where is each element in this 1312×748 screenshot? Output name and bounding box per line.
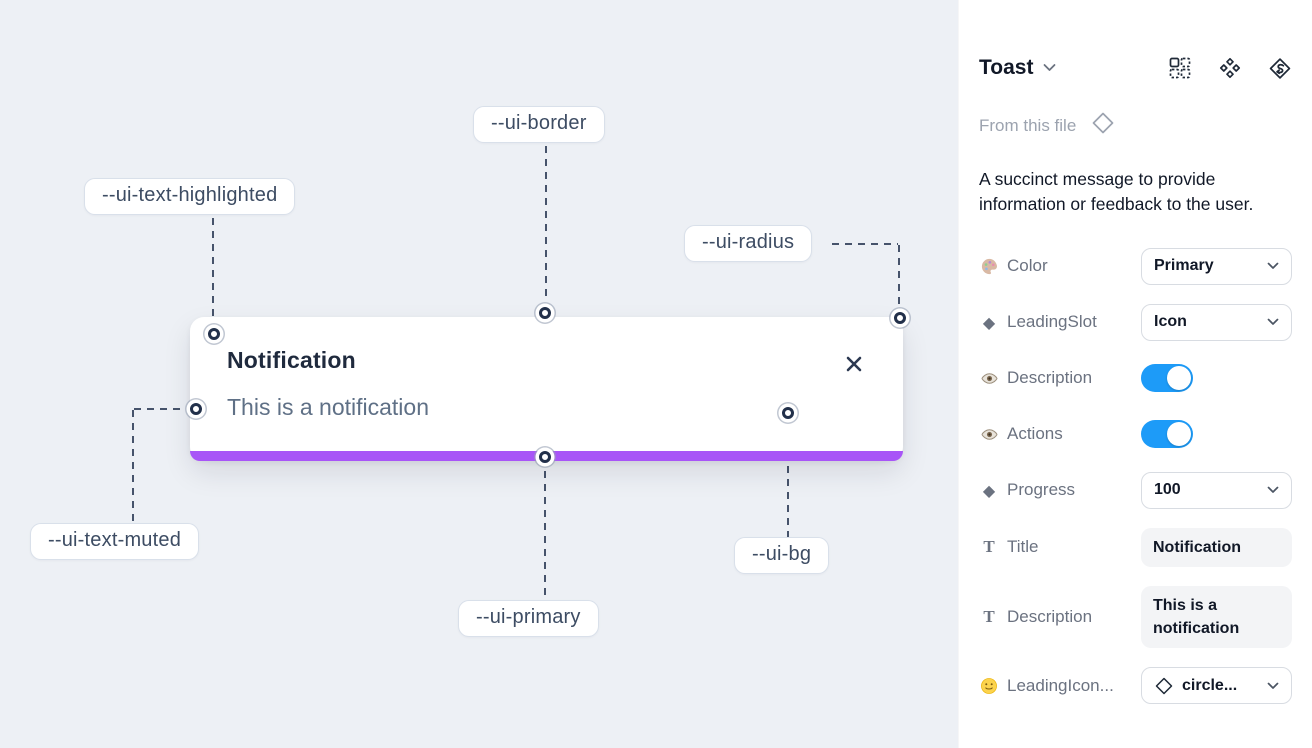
prop-row-leadingslot: ◆ LeadingSlot Icon bbox=[979, 303, 1292, 341]
connector-dot-radius bbox=[894, 312, 906, 324]
component-name: Toast bbox=[979, 56, 1034, 79]
toast-description: This is a notification bbox=[227, 394, 429, 420]
description-input[interactable]: This is a notification bbox=[1141, 585, 1292, 649]
prop-label-text: Actions bbox=[1007, 424, 1063, 444]
var-label-ui-text-muted: --ui-text-muted bbox=[30, 523, 200, 560]
diamond-icon: ◆ bbox=[982, 312, 996, 332]
connector-line-radius-h bbox=[832, 243, 898, 245]
connector-dot-text-highlighted bbox=[208, 328, 220, 340]
var-label-ui-text-highlighted: --ui-text-highlighted bbox=[84, 178, 296, 215]
component-selector[interactable]: Toast bbox=[979, 56, 1056, 80]
prop-label-text: Description bbox=[1007, 607, 1093, 627]
connector-line-text-muted-h bbox=[134, 408, 184, 410]
leadingicon-select[interactable]: circle... bbox=[1141, 667, 1292, 705]
var-label-ui-border: --ui-border bbox=[473, 106, 605, 143]
close-icon[interactable] bbox=[843, 353, 865, 375]
components-icon[interactable] bbox=[1218, 56, 1242, 80]
prop-label-text: LeadingSlot bbox=[1007, 312, 1097, 332]
panel-header: Toast bbox=[979, 56, 1292, 80]
connector-line-bg bbox=[787, 427, 789, 537]
connector-dot-bg bbox=[782, 407, 794, 419]
prop-label-text: Title bbox=[1007, 537, 1039, 557]
chevron-down-icon bbox=[1267, 257, 1279, 275]
prop-label-text: Progress bbox=[1007, 480, 1076, 500]
connector-line-text-highlighted bbox=[212, 218, 214, 320]
progress-select[interactable]: 100 bbox=[1141, 471, 1292, 509]
prop-row-color: Color Primary bbox=[979, 247, 1292, 285]
prop-row-actions-toggle: Actions bbox=[979, 416, 1292, 453]
connector-dot-border bbox=[539, 307, 551, 319]
file-diamond-icon bbox=[1090, 110, 1116, 141]
palette-icon bbox=[979, 256, 999, 276]
description-toggle[interactable] bbox=[1141, 364, 1193, 393]
text-icon: T bbox=[983, 607, 995, 627]
smiley-icon bbox=[979, 676, 999, 696]
leadingslot-select[interactable]: Icon bbox=[1141, 303, 1292, 341]
color-select[interactable]: Primary bbox=[1141, 247, 1292, 285]
actions-toggle[interactable] bbox=[1141, 420, 1193, 449]
var-label-ui-bg: --ui-bg bbox=[734, 537, 830, 574]
eye-icon bbox=[979, 424, 999, 444]
source-row: From this file bbox=[979, 110, 1292, 141]
var-label-ui-radius: --ui-radius bbox=[684, 225, 813, 262]
title-input[interactable]: Notification bbox=[1141, 527, 1292, 567]
connector-line-primary bbox=[544, 471, 546, 600]
swap-instance-icon[interactable] bbox=[1268, 56, 1292, 80]
diamond-icon: ◆ bbox=[982, 480, 996, 500]
var-label-ui-primary: --ui-primary bbox=[458, 600, 599, 637]
chevron-down-icon bbox=[1267, 313, 1279, 331]
properties-panel: Toast bbox=[958, 0, 1312, 748]
source-label: From this file bbox=[979, 115, 1077, 135]
prop-row-description-toggle: Description bbox=[979, 360, 1292, 397]
chevron-down-icon bbox=[1043, 59, 1056, 77]
chevron-down-icon bbox=[1267, 481, 1279, 499]
prop-row-progress: ◆ Progress 100 bbox=[979, 471, 1292, 509]
prop-label-text: LeadingIcon... bbox=[1007, 675, 1114, 695]
component-description: A succinct message to provide informatio… bbox=[979, 169, 1254, 215]
toast-title: Notification bbox=[227, 347, 356, 373]
connector-dot-primary bbox=[539, 451, 551, 463]
prop-row-leadingicon: LeadingIcon... circle... bbox=[979, 667, 1292, 705]
component-preview-canvas: --ui-border --ui-text-highlighted --ui-r… bbox=[0, 0, 958, 748]
prop-row-description-text: T Description This is a notification bbox=[979, 585, 1292, 649]
icon-diamond-glyph bbox=[1154, 676, 1174, 696]
eye-icon bbox=[979, 368, 999, 388]
prop-label-text: Description bbox=[1007, 368, 1093, 388]
header-icon-group bbox=[1168, 56, 1292, 80]
text-icon: T bbox=[983, 537, 995, 557]
chevron-down-icon bbox=[1267, 677, 1279, 695]
connector-dot-text-muted bbox=[190, 403, 202, 415]
prop-row-title: T Title Notification bbox=[979, 527, 1292, 567]
connector-line-text-muted-v bbox=[132, 410, 134, 524]
connector-line-radius-v bbox=[898, 245, 900, 305]
toast-component: Notification This is a notification bbox=[190, 317, 903, 461]
property-list: Color Primary ◆ LeadingSlot Icon bbox=[979, 247, 1292, 705]
variants-grid-icon[interactable] bbox=[1168, 56, 1192, 80]
prop-label-text: Color bbox=[1007, 256, 1048, 276]
connector-line-border bbox=[545, 146, 547, 302]
